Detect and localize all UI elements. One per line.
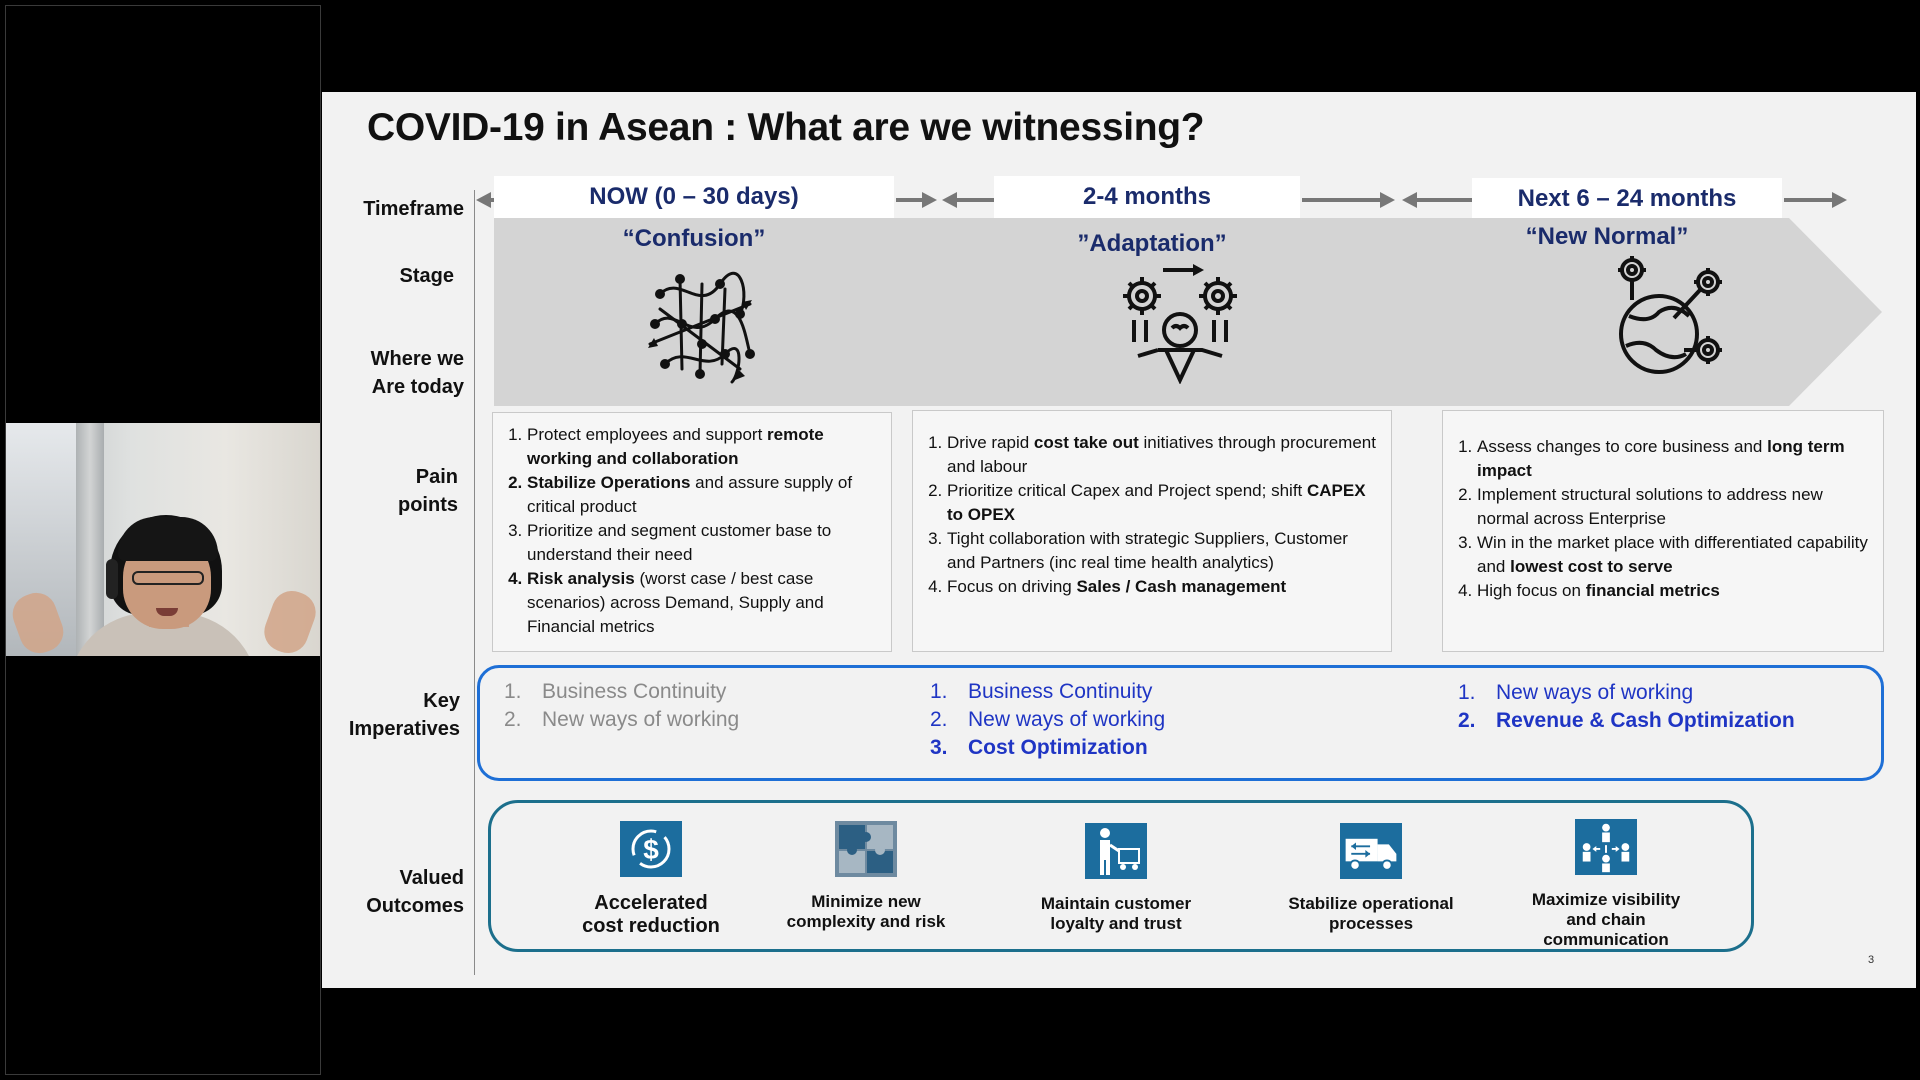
pain-mid-item-3: Tight collaboration with strategic Suppl… — [947, 527, 1377, 575]
pain-points-2-4-months: Drive rapid cost take out initiatives th… — [912, 410, 1392, 652]
timeframe-next-6-24-months: Next 6 – 24 months — [1472, 178, 1782, 218]
shared-slide: COVID-19 in Asean : What are we witnessi… — [322, 92, 1916, 988]
pain-next-item-1: Assess changes to core business and long… — [1477, 435, 1871, 483]
pain-now-item-1: Protect employees and support remote wor… — [527, 423, 881, 471]
pain-mid-item-4: Focus on driving Sales / Cash management — [947, 575, 1377, 599]
dollar-cycle-icon: $ — [620, 821, 682, 877]
pain-mid-item-2: Prioritize critical Capex and Project sp… — [947, 479, 1377, 527]
pain-mid-item-1: Drive rapid cost take out initiatives th… — [947, 431, 1377, 479]
pain-points-now: Protect employees and support remote wor… — [492, 412, 892, 652]
adaptation-person-gears-icon — [1123, 264, 1237, 384]
participant-video[interactable] — [6, 423, 320, 656]
key-imperatives-box: 1.Business Continuity 2.New ways of work… — [477, 665, 1884, 781]
pain-points-next-6-24-months: Assess changes to core business and long… — [1442, 410, 1884, 652]
timeframe-now: NOW (0 – 30 days) — [494, 176, 894, 218]
imperatives-now: 1.Business Continuity 2.New ways of work… — [504, 680, 740, 731]
pain-now-item-3: Prioritize and segment customer base to … — [527, 519, 881, 567]
page-number: 3 — [1868, 954, 1875, 966]
timeframe-arrow-right — [1832, 192, 1847, 208]
slide-title: COVID-19 in Asean : What are we witnessi… — [367, 106, 1205, 149]
truck-icon — [1340, 823, 1402, 879]
globe-gears-icon — [1618, 256, 1722, 374]
svg-text:$: $ — [643, 834, 659, 865]
stage-adaptation: ”Adaptation” — [1077, 230, 1227, 257]
row-label-stage: Stage — [399, 265, 454, 287]
puzzle-icon — [835, 821, 897, 877]
row-label-timeframe: Timeframe — [363, 198, 464, 220]
timeframe-arrow-left — [476, 192, 491, 208]
stage-new-normal: “New Normal” — [1525, 223, 1689, 250]
stage-confusion: “Confusion” — [622, 225, 766, 252]
network-chain-icon — [1575, 819, 1637, 875]
label-divider — [474, 190, 475, 975]
timeframe-2-4-months: 2-4 months — [994, 176, 1300, 218]
confusion-arrows-icon — [648, 271, 755, 384]
pain-now-item-4: Risk analysis (worst case / best case sc… — [527, 567, 881, 639]
pain-next-item-3: Win in the market place with differentia… — [1477, 531, 1871, 579]
stage-chevron — [494, 218, 1882, 406]
pain-next-item-4: High focus on financial metrics — [1477, 579, 1871, 603]
imperatives-2-4-months: 1.Business Continuity 2.New ways of work… — [930, 680, 1166, 759]
pain-next-item-2: Implement structural solutions to addres… — [1477, 483, 1871, 531]
customer-cart-icon — [1085, 823, 1147, 879]
imperatives-next-6-24-months: 1.New ways of working 2.Revenue & Cash O… — [1458, 681, 1795, 732]
pain-now-item-2: Stabilize Operations and assure supply o… — [527, 471, 881, 519]
